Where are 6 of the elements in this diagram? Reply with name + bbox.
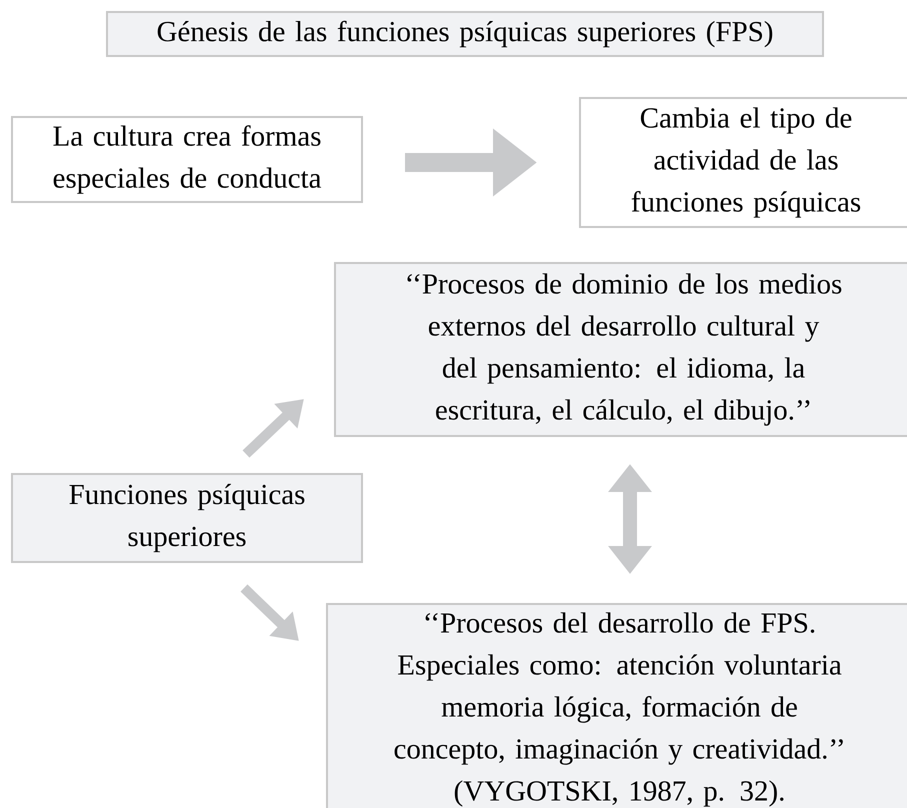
text-box: ‘‘Procesos de dominio de los medios externos del desarrollo cultural y del pensamiento: el idioma, la escritura, el cálculo, el dibujo.’’ — [334, 262, 907, 437]
text-box: ‘‘Procesos del desarrollo de FPS. Especiales como: atención voluntaria memoria lógica, formación de concepto, imaginación y creatividad.’’ (VYGOTSKI, 1987, p. 32). — [326, 603, 907, 808]
text-box: Funciones psíquicas superiores — [11, 473, 363, 563]
title-box: Génesis de las funciones psíquicas superiores (FPS) — [106, 11, 824, 57]
text-box: Cambia el tipo de actividad de las funciones psíquicas — [579, 97, 907, 228]
text-box: La cultura crea formas especiales de conducta — [11, 116, 363, 203]
